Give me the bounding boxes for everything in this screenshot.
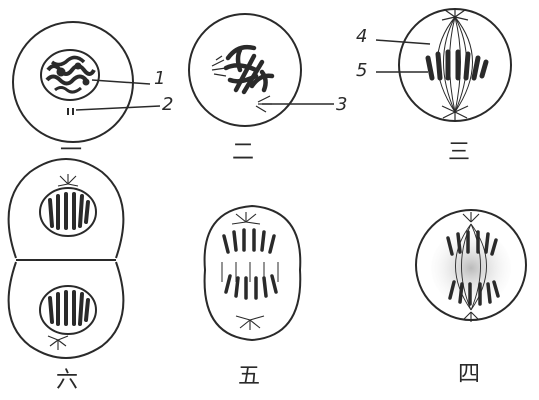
- aster-bottom: [442, 106, 468, 120]
- cell-stage-1: [13, 22, 160, 142]
- aster-top: [232, 212, 260, 224]
- metaphase-chromosomes: [428, 52, 486, 78]
- cell-membrane: [399, 9, 511, 121]
- cell-stage-4: [416, 210, 526, 322]
- stage-label-3: 三: [448, 142, 470, 164]
- nucleus: [41, 50, 99, 100]
- part-label-2: 2: [162, 96, 173, 114]
- upper-chromosome-group: [224, 230, 274, 252]
- stage-label-4: 四: [458, 364, 480, 386]
- stage-label-5: 五: [238, 366, 260, 388]
- cell-stage-2: [189, 14, 334, 126]
- stage-label-1: 一: [60, 140, 82, 162]
- aster-top: [463, 212, 479, 222]
- top-daughter-nucleus: [40, 174, 96, 236]
- centrioles: [68, 108, 73, 115]
- leader-line-1: [92, 80, 150, 84]
- cell-stage-6: [9, 159, 124, 358]
- part-label-3: 3: [336, 96, 347, 114]
- aster-bottom: [236, 316, 264, 330]
- condensing-chromosomes: [226, 47, 272, 92]
- bottom-daughter-nucleus: [40, 286, 96, 350]
- cell-membrane: [205, 206, 301, 340]
- cell-stage-3: [376, 8, 511, 121]
- lower-chromosome-group: [226, 276, 276, 298]
- cell-stage-5: [205, 206, 301, 340]
- stage-label-2: 二: [232, 142, 254, 164]
- part-label-4: 4: [356, 28, 367, 46]
- part-label-1: 1: [154, 70, 165, 88]
- leader-line-2: [76, 106, 160, 110]
- stage-label-6: 六: [56, 370, 78, 392]
- part-label-5: 5: [356, 62, 367, 80]
- spindle-aster-left: [212, 56, 226, 76]
